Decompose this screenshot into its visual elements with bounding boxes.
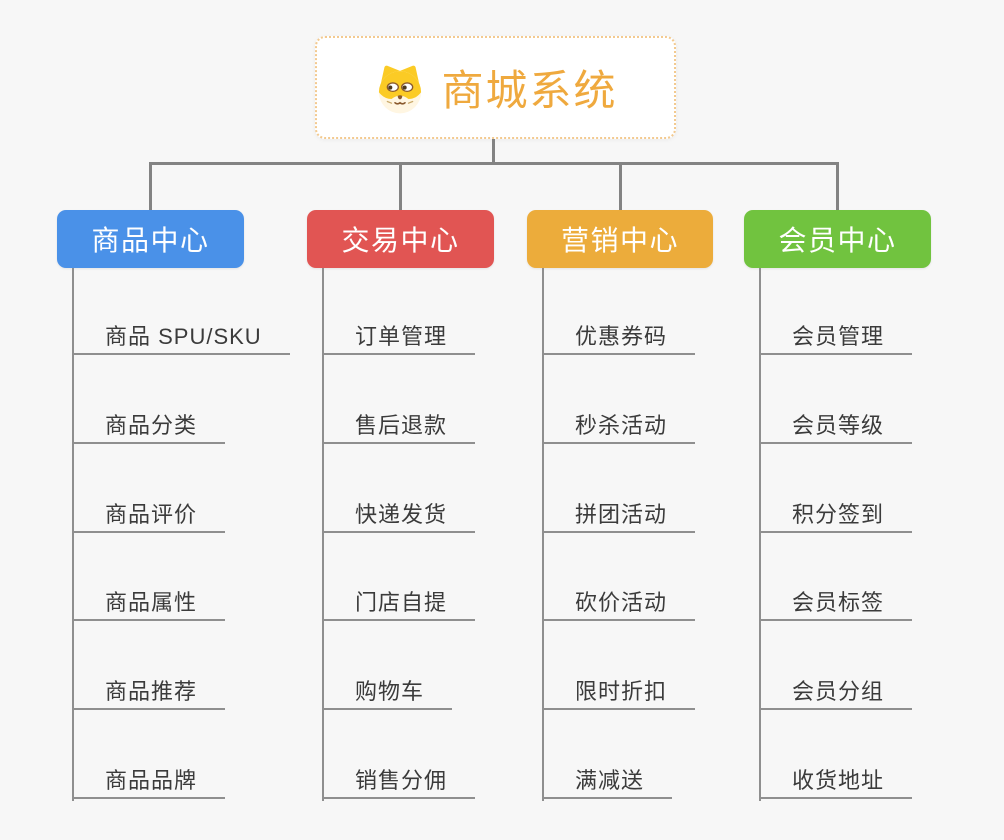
sub-topic-label: 商品属性 bbox=[105, 590, 198, 616]
sub-topic-label: 购物车 bbox=[355, 679, 425, 705]
sub-topic-node[interactable]: 会员等级 bbox=[759, 410, 913, 444]
branch-topic-node[interactable]: 交易中心 bbox=[307, 210, 494, 268]
root-stem-connector bbox=[492, 139, 495, 165]
sub-topic-node[interactable]: 商品品牌 bbox=[72, 765, 226, 799]
sub-topic-node[interactable]: 会员分组 bbox=[759, 676, 913, 711]
sub-topic-node[interactable]: 售后退款 bbox=[322, 410, 476, 444]
branch-topic-node[interactable]: 会员中心 bbox=[744, 210, 931, 268]
branch-drop-connector bbox=[618, 162, 622, 210]
sub-topic-node[interactable]: 商品 SPU/SKU bbox=[72, 321, 290, 355]
sub-topic-node[interactable]: 会员管理 bbox=[759, 321, 913, 355]
sub-topic-label: 会员分组 bbox=[792, 679, 885, 705]
sub-topic-node[interactable]: 销售分佣 bbox=[322, 765, 476, 799]
branch-topic-label: 会员中心 bbox=[778, 225, 897, 256]
branch-drop-connector bbox=[399, 162, 402, 210]
sub-topic-node[interactable]: 商品评价 bbox=[72, 499, 226, 533]
branch-topic-label: 交易中心 bbox=[341, 225, 460, 256]
sub-topic-node[interactable]: 拼团活动 bbox=[542, 499, 696, 533]
branch-topic-label: 营销中心 bbox=[560, 225, 679, 256]
sub-topic-node[interactable]: 商品推荐 bbox=[72, 676, 226, 711]
sub-topic-label: 限时折扣 bbox=[575, 679, 668, 705]
sub-topic-label: 收货地址 bbox=[792, 768, 885, 793]
top-rail-connector bbox=[149, 162, 839, 165]
branch-spine-connector bbox=[72, 268, 74, 801]
sub-topic-node[interactable]: 限时折扣 bbox=[542, 676, 696, 711]
sub-topic-label: 商品推荐 bbox=[105, 679, 198, 705]
sub-topic-label: 积分签到 bbox=[792, 501, 885, 527]
branch-topic-node[interactable]: 商品中心 bbox=[57, 210, 244, 268]
sub-topic-node[interactable]: 快递发货 bbox=[322, 499, 476, 533]
sub-topic-node[interactable]: 积分签到 bbox=[759, 499, 913, 533]
branch-topic-label: 商品中心 bbox=[91, 225, 210, 256]
sub-topic-label: 商品评价 bbox=[105, 501, 198, 527]
sub-topic-node[interactable]: 满减送 bbox=[542, 765, 673, 799]
branch-spine-connector bbox=[322, 268, 324, 801]
branch-spine-connector bbox=[542, 268, 544, 801]
sub-topic-label: 会员标签 bbox=[792, 590, 885, 616]
sub-topic-label: 售后退款 bbox=[355, 412, 448, 438]
sub-topic-node[interactable]: 会员标签 bbox=[759, 587, 913, 622]
sub-topic-label: 销售分佣 bbox=[355, 768, 448, 793]
branch-spine-connector bbox=[759, 268, 761, 801]
sub-topic-label: 满减送 bbox=[575, 768, 645, 793]
dog-face-icon bbox=[379, 65, 422, 113]
sub-topic-label: 商品 SPU/SKU bbox=[105, 324, 262, 349]
sub-topic-node[interactable]: 商品分类 bbox=[72, 410, 226, 444]
root-topic-node[interactable]: 商城系统 bbox=[315, 36, 676, 139]
sub-topic-label: 会员等级 bbox=[792, 412, 885, 438]
sub-topic-label: 快递发货 bbox=[355, 501, 448, 527]
branch-topic-node[interactable]: 营销中心 bbox=[527, 210, 713, 268]
sub-topic-label: 门店自提 bbox=[355, 590, 448, 616]
sub-topic-label: 商品分类 bbox=[105, 412, 198, 438]
sub-topic-node[interactable]: 优惠券码 bbox=[542, 321, 696, 355]
root-topic-title: 商城系统 bbox=[441, 67, 618, 114]
sub-topic-label: 秒杀活动 bbox=[575, 412, 668, 438]
sub-topic-node[interactable]: 商品属性 bbox=[72, 587, 226, 622]
sub-topic-label: 商品品牌 bbox=[105, 768, 198, 793]
branch-drop-connector bbox=[149, 162, 152, 210]
sub-topic-node[interactable]: 门店自提 bbox=[322, 587, 476, 622]
sub-topic-label: 砍价活动 bbox=[575, 590, 668, 616]
sub-topic-node[interactable]: 购物车 bbox=[322, 676, 453, 711]
sub-topic-node[interactable]: 秒杀活动 bbox=[542, 410, 696, 444]
sub-topic-node[interactable]: 砍价活动 bbox=[542, 587, 696, 622]
sub-topic-label: 拼团活动 bbox=[575, 501, 668, 527]
sub-topic-label: 会员管理 bbox=[792, 324, 885, 349]
sub-topic-node[interactable]: 收货地址 bbox=[759, 765, 913, 799]
branch-drop-connector bbox=[836, 162, 839, 210]
sub-topic-label: 订单管理 bbox=[355, 324, 448, 349]
sub-topic-node[interactable]: 订单管理 bbox=[322, 321, 476, 355]
sub-topic-label: 优惠券码 bbox=[575, 324, 668, 349]
